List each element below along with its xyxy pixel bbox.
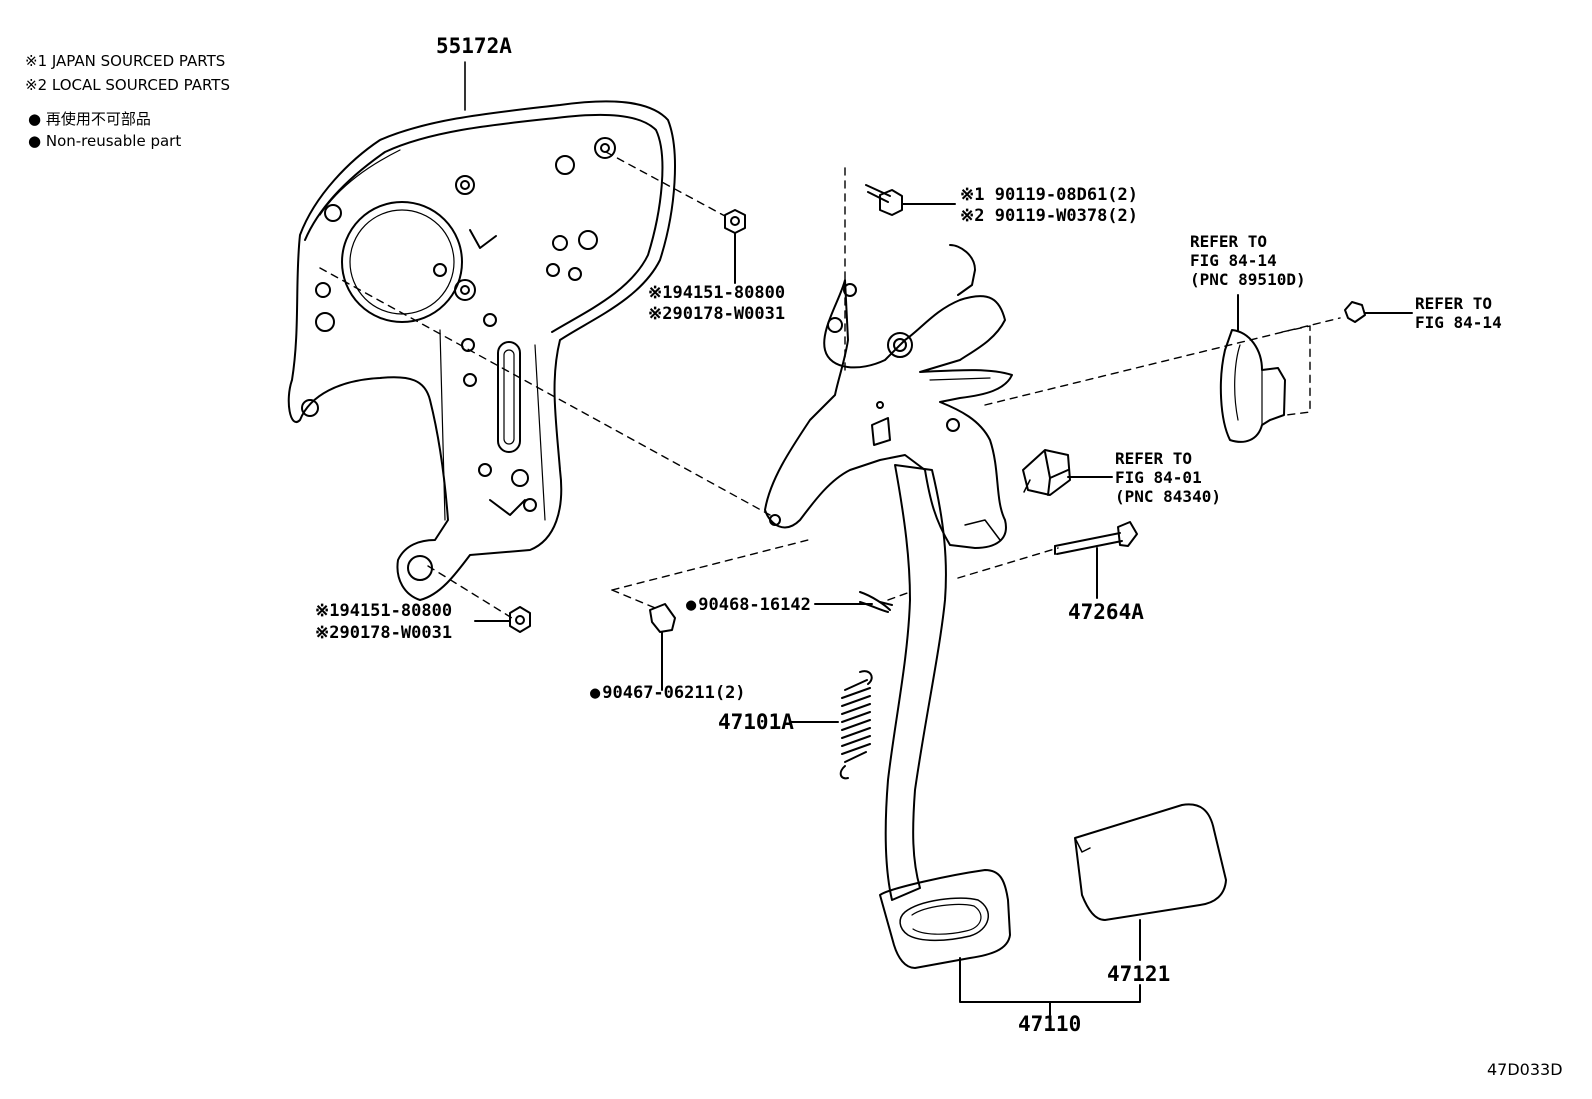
pedal-bracket-drawing: [287, 100, 676, 601]
part-label-90468-16142[interactable]: 90468-16142: [686, 595, 811, 615]
refer-line-1: REFER TO: [1115, 449, 1193, 468]
refer-line-3: (PNC 84340): [1115, 487, 1221, 506]
part-label-47121[interactable]: 47121: [1107, 962, 1171, 986]
part-label-nut-lower-local[interactable]: ※290178-W0031: [315, 623, 453, 643]
spring-drawing: [789, 670, 873, 780]
clip-drawing: [649, 603, 676, 691]
refer-line-2: FIG 84-14: [1415, 313, 1502, 332]
part-label-47264a[interactable]: 47264A: [1068, 600, 1144, 624]
pedal-foot-drawing: [879, 869, 1141, 1016]
stop-switch-drawing: [1219, 294, 1413, 443]
nut-upper-drawing: [724, 209, 746, 284]
pedal-pad-drawing: [1074, 803, 1227, 961]
shaft-drawing: [1054, 521, 1138, 599]
part-label-90467-06211[interactable]: 90467-06211(2): [590, 683, 745, 703]
pedal-support-drawing: [764, 244, 1013, 549]
sensor-drawing: [1022, 449, 1113, 496]
part-label-nut-upper-local[interactable]: ※290178-W0031: [648, 304, 786, 324]
pedal-arm-drawing: [884, 464, 947, 901]
bolt-drawing: [865, 184, 956, 216]
refer-line-2: FIG 84-14: [1190, 251, 1277, 270]
legend-local-sourced: ※2 LOCAL SOURCED PARTS: [25, 76, 230, 94]
part-label-47110[interactable]: 47110: [1018, 1012, 1082, 1036]
figure-id: 47D033D: [1487, 1060, 1563, 1079]
part-label-55172a[interactable]: 55172A: [436, 34, 512, 58]
nut-lower-drawing: [474, 606, 531, 633]
refer-line-2: FIG 84-01: [1115, 468, 1202, 487]
refer-fig-84-01-sensor[interactable]: REFER TO FIG 84-01 (PNC 84340): [1115, 449, 1221, 506]
part-label-nut-upper-jp[interactable]: ※194151-80800: [648, 283, 786, 303]
clip-pin-drawing: [814, 591, 893, 613]
refer-fig-84-14-clip[interactable]: REFER TO FIG 84-14: [1415, 294, 1502, 332]
part-label-bolt-local[interactable]: ※2 90119-W0378(2): [960, 206, 1139, 226]
part-label-nut-lower-jp[interactable]: ※194151-80800: [315, 601, 453, 621]
legend-nonreusable-en: ● Non-reusable part: [28, 132, 182, 150]
legend-nonreusable-jp: ● 再使用不可部品: [28, 110, 151, 128]
refer-fig-84-14-stop-switch[interactable]: REFER TO FIG 84-14 (PNC 89510D): [1190, 232, 1306, 289]
refer-line-1: REFER TO: [1190, 232, 1268, 251]
refer-line-3: (PNC 89510D): [1190, 270, 1306, 289]
part-label-bolt-jp[interactable]: ※1 90119-08D61(2): [960, 185, 1139, 205]
part-label-47101a[interactable]: 47101A: [718, 710, 794, 734]
dashed-guide-lines: [319, 151, 1341, 619]
legend-japan-sourced: ※1 JAPAN SOURCED PARTS: [25, 52, 226, 70]
refer-line-1: REFER TO: [1415, 294, 1493, 313]
